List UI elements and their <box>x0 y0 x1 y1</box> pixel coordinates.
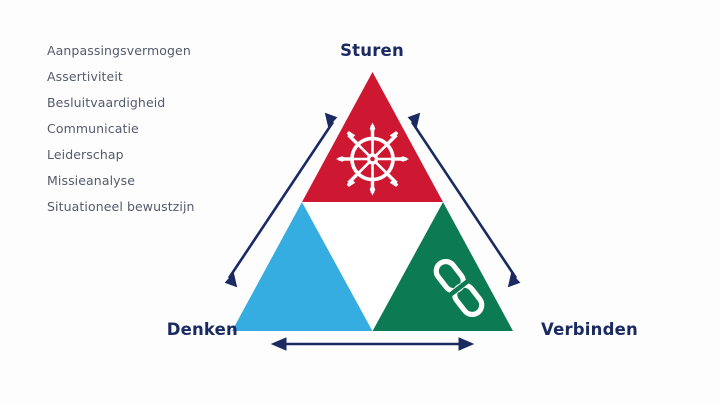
triangle-segment-verbinden[interactable] <box>372 202 514 331</box>
corner-label-verbinden: Verbinden <box>541 320 638 339</box>
list-item: Assertiviteit <box>47 69 123 84</box>
corner-label-sturen: Sturen <box>340 41 404 60</box>
list-item: Communicatie <box>47 121 139 136</box>
denken-shape <box>232 202 373 331</box>
list-item: Aanpassingsvermogen <box>47 43 191 58</box>
list-item: Missieanalyse <box>47 173 136 188</box>
arrow-sturen-denken <box>224 112 338 288</box>
list-item: Besluitvaardigheid <box>47 95 166 110</box>
corner-label-denken: Denken <box>166 320 238 339</box>
triangle-segment-sturen[interactable] <box>302 72 443 202</box>
list-item: Leiderschap <box>47 147 124 162</box>
triangle-segment-denken[interactable] <box>232 202 373 331</box>
list-item: Situationeel bewustzijn <box>47 199 195 214</box>
center-white-triangle <box>302 202 443 331</box>
arrow-sturen-verbinden <box>407 112 521 288</box>
chain-link-icon <box>433 258 485 318</box>
arrow-denken-verbinden <box>270 337 475 351</box>
competency-list: Aanpassingsvermogen Assertiviteit Beslui… <box>47 38 257 220</box>
ships-wheel-icon <box>336 122 409 196</box>
